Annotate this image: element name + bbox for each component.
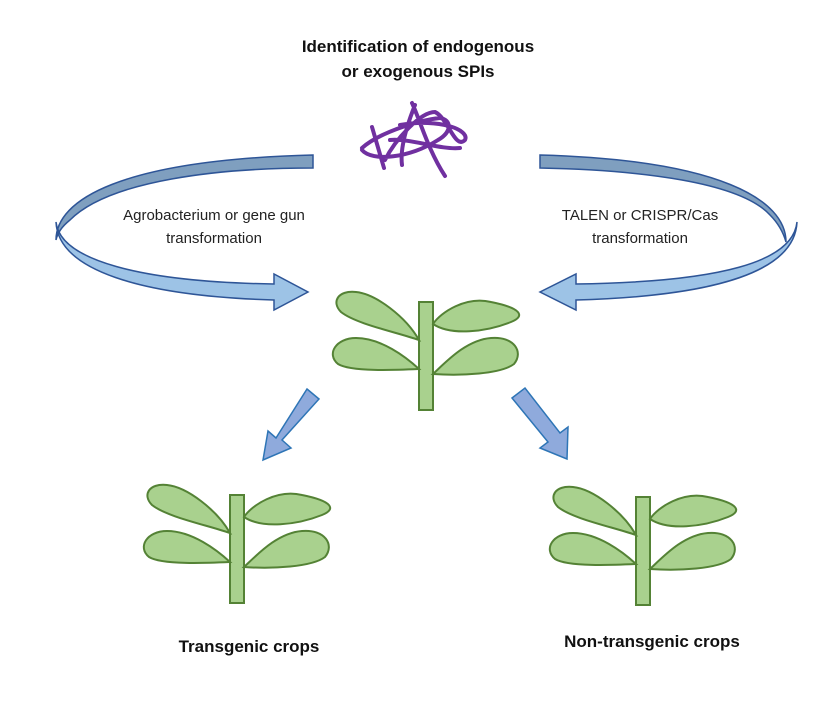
transgenic-crops-label: Transgenic crops	[179, 637, 320, 656]
down-right-arrow	[510, 386, 569, 461]
title-line-2: or exogenous SPIs	[341, 62, 494, 81]
right-curved-arrow	[538, 154, 798, 312]
right-arrow-label-1: TALEN or CRISPR/Cas	[562, 207, 718, 224]
source-plant-icon	[331, 290, 521, 411]
left-arrow-label-1: Agrobacterium or gene gun	[123, 207, 305, 224]
non-transgenic-crops-label: Non-transgenic crops	[564, 632, 740, 651]
non-transgenic-plant-icon	[548, 485, 738, 606]
right-arrow-label-2: transformation	[592, 230, 688, 247]
down-left-arrow	[262, 387, 321, 462]
spi-molecule-icon	[360, 101, 468, 178]
left-curved-arrow	[55, 154, 314, 312]
title-line-1: Identification of endogenous	[302, 37, 534, 56]
left-arrow-label-2: transformation	[166, 230, 262, 247]
transgenic-plant-icon	[142, 483, 332, 604]
